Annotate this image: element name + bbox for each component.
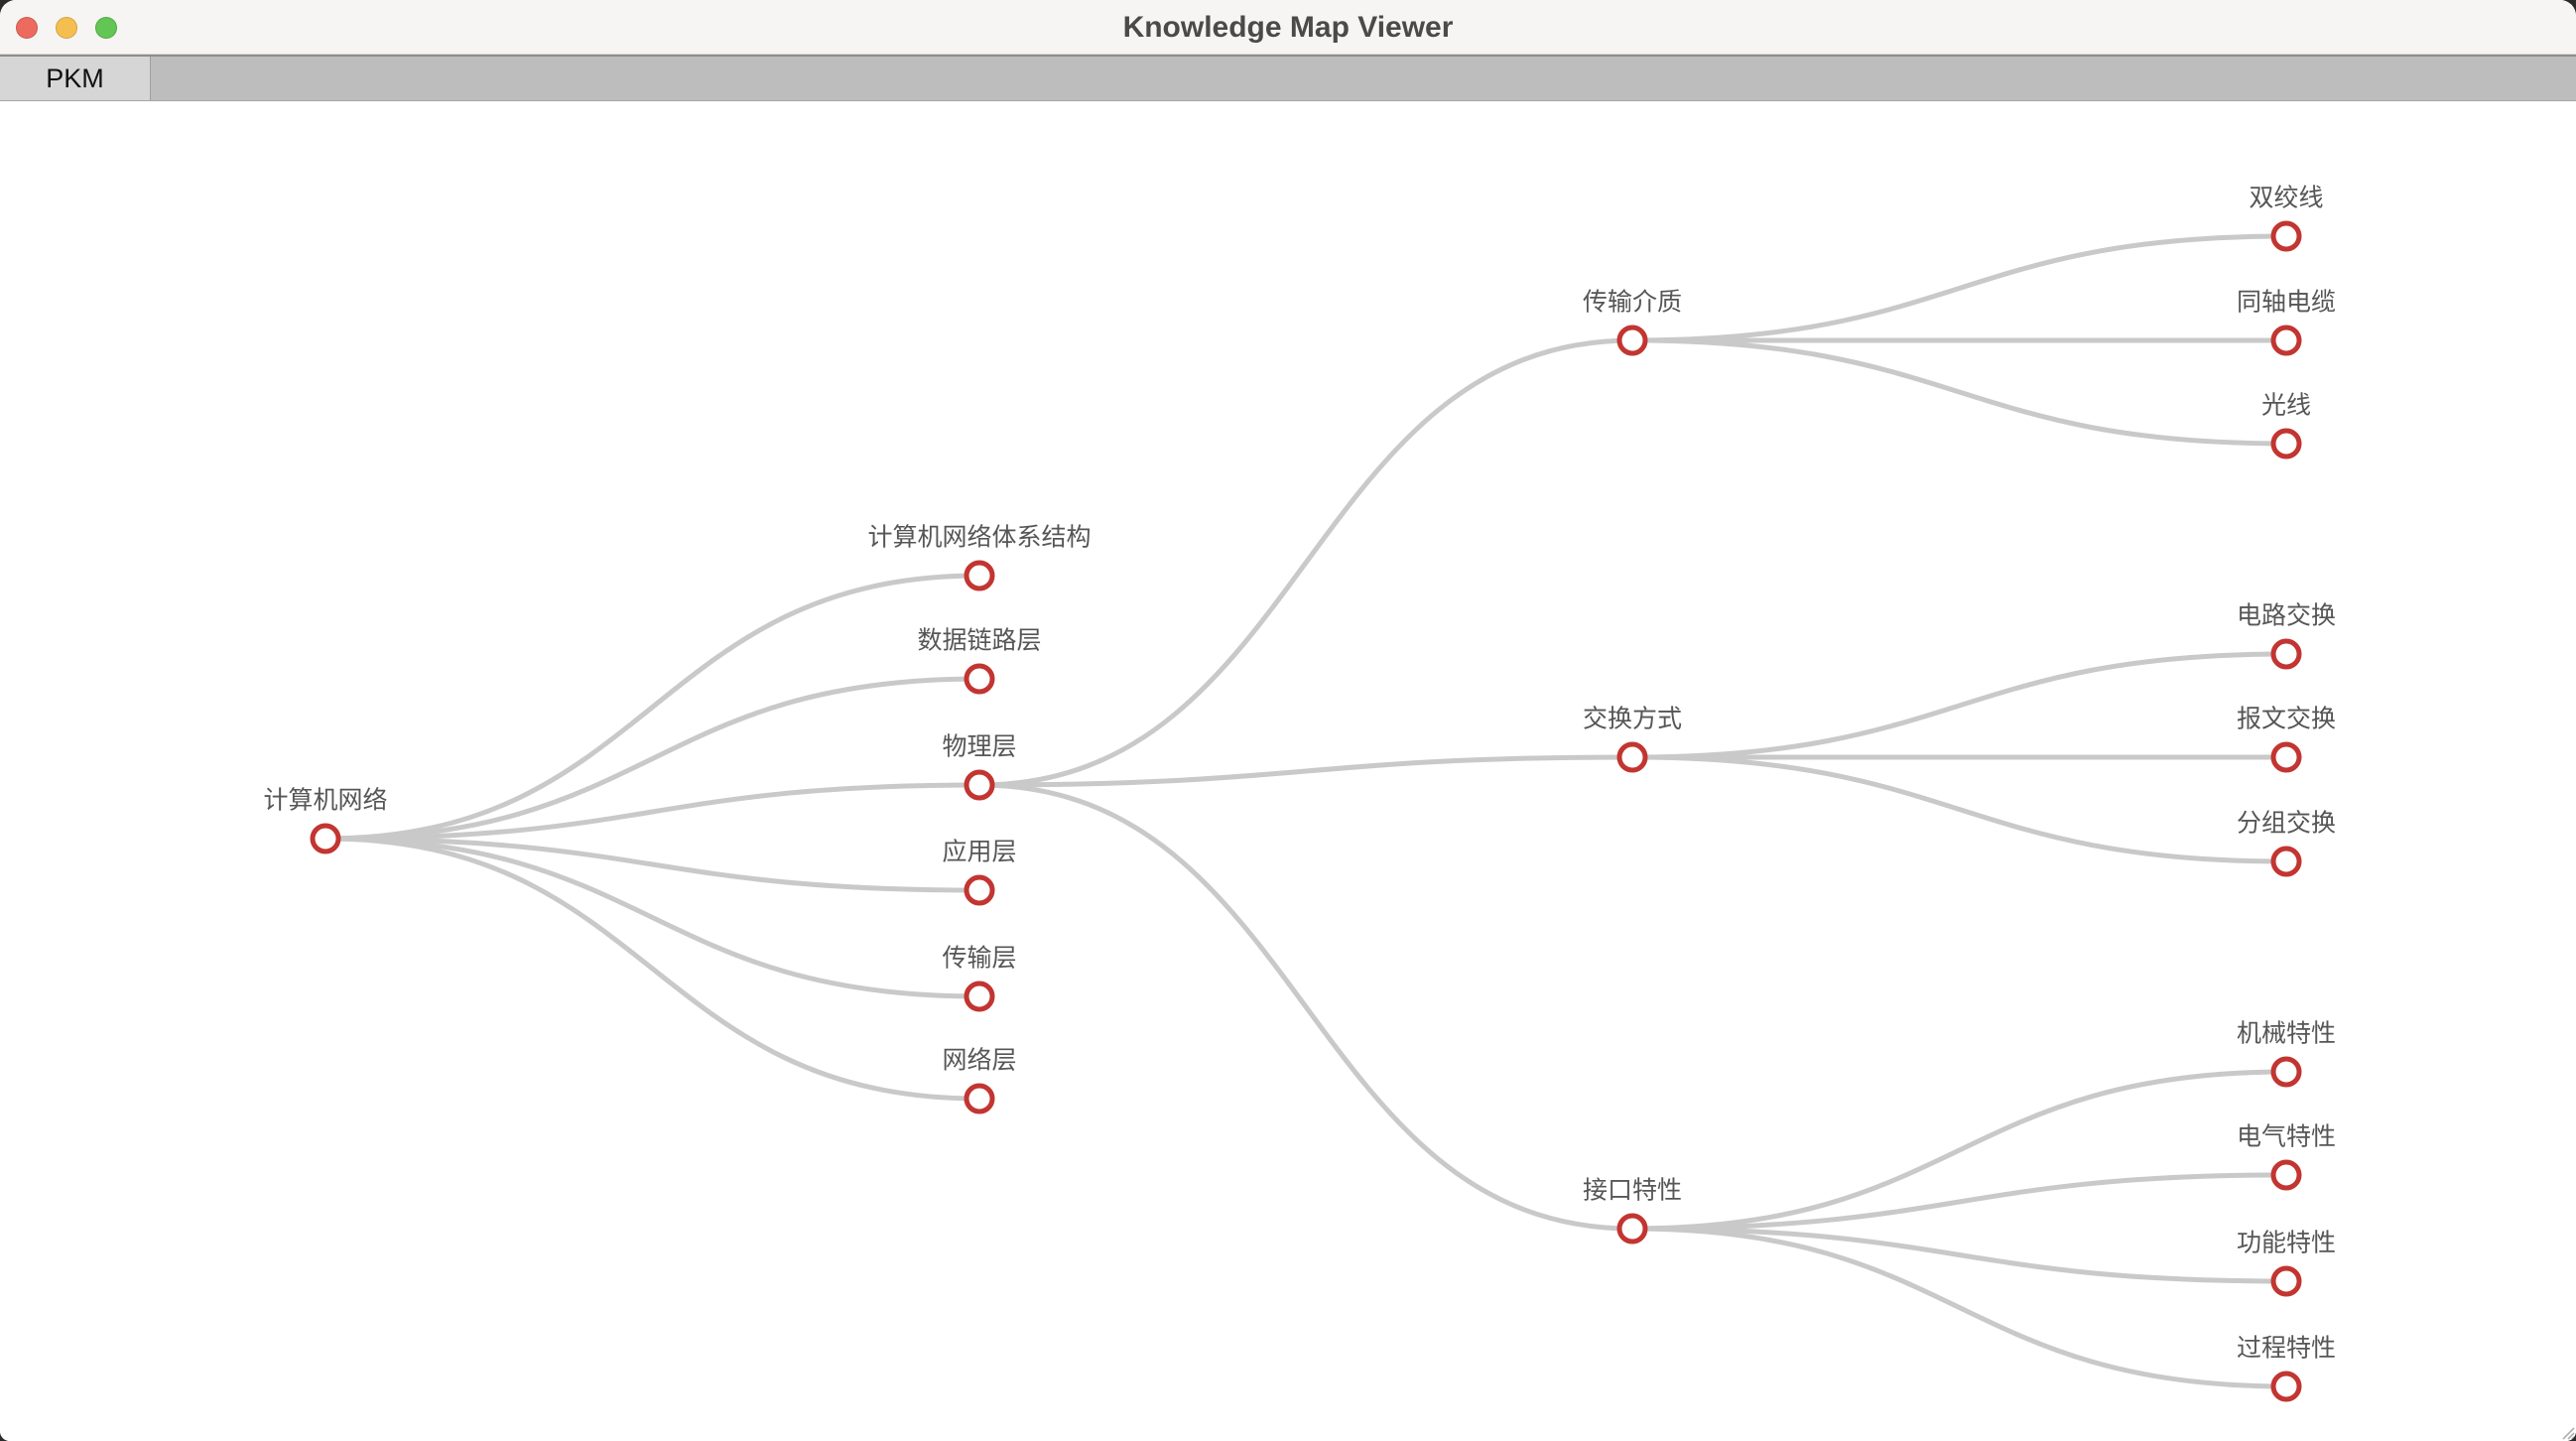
node-label-wangluo[interactable]: 网络层 [942,1046,1017,1075]
tree-edge [1631,1226,2287,1284]
traffic-lights [16,0,117,55]
tree-edge [324,836,980,893]
tree-node-dianlu[interactable] [2270,638,2302,670]
minimize-button[interactable] [56,16,77,39]
node-label-guangxian[interactable]: 光线 [2260,391,2312,420]
node-label-root[interactable]: 计算机网络 [263,786,388,815]
tree-edge [1631,233,2287,343]
node-label-shuangjiao[interactable]: 双绞线 [2249,184,2324,212]
window-title: Knowledge Map Viewer [1122,11,1454,44]
tree-node-guocheng[interactable] [2270,1371,2302,1402]
tree-node-dianqi[interactable] [2270,1159,2302,1191]
tree-edge [1631,1069,2287,1232]
tree-node-shuangjiao[interactable] [2270,220,2302,252]
node-label-jiaohuan[interactable]: 交换方式 [1582,705,1683,733]
tree-node-tixi[interactable] [964,560,995,591]
node-label-gongneng[interactable]: 功能特性 [2236,1229,2337,1257]
tree-edge [324,782,980,842]
tree-node-jixie[interactable] [2270,1056,2302,1088]
tree-edge [1631,337,2287,447]
tree-node-wangluo[interactable] [964,1083,995,1114]
tree-node-tongzhou[interactable] [2270,325,2302,356]
node-label-shuju[interactable]: 数据链路层 [917,626,1042,655]
tree-edge [324,836,980,1102]
node-label-dianqi[interactable]: 电气特性 [2236,1122,2337,1151]
node-label-baowen[interactable]: 报文交换 [2236,705,2337,733]
tree-edge [1631,754,2287,864]
tree-node-root[interactable] [310,823,341,854]
tree-edge [978,782,1633,1232]
tree-node-fenzu[interactable] [2270,846,2302,877]
tab-pkm[interactable]: PKM [0,57,151,100]
node-label-jiezhi[interactable]: 传输介质 [1582,288,1683,317]
tree-node-guangxian[interactable] [2270,428,2302,459]
node-label-tongzhou[interactable]: 同轴电缆 [2236,288,2337,317]
close-button[interactable] [16,16,38,39]
tree-edge [324,836,980,999]
tree-node-shuju[interactable] [964,663,995,695]
node-label-guocheng[interactable]: 过程特性 [2236,1334,2337,1363]
node-label-chuanshuc[interactable]: 传输层 [942,944,1017,973]
tree-edge [978,754,1633,788]
tree-node-yingyong[interactable] [964,874,995,906]
node-label-dianlu[interactable]: 电路交换 [2236,601,2337,630]
node-label-yingyong[interactable]: 应用层 [942,838,1017,866]
tree-edge [324,676,980,842]
menu-bar: PKM [0,55,2576,101]
node-label-wuli[interactable]: 物理层 [942,732,1017,761]
resize-grip-icon[interactable] [2559,1424,2575,1440]
node-label-jiekou[interactable]: 接口特性 [1582,1176,1683,1205]
window-titlebar: Knowledge Map Viewer [0,0,2576,55]
tree-node-gongneng[interactable] [2270,1265,2302,1297]
zoom-button[interactable] [95,16,117,39]
tree-edge [1631,1172,2287,1232]
tree-edge [978,337,1633,788]
tree-edge [324,573,980,842]
tree-node-wuli[interactable] [964,769,995,801]
tree-node-jiaohuan[interactable] [1616,741,1648,773]
tree-node-jiekou[interactable] [1616,1213,1648,1244]
tree-node-baowen[interactable] [2270,741,2302,773]
tree-node-chuanshuc[interactable] [964,981,995,1012]
tree-edge [1631,651,2287,760]
knowledge-map-canvas[interactable]: 计算机网络 计算机网络体系结构数据链路层物理层应用层传输层网络层 传输介质交换方式接… [0,101,2576,1441]
node-label-tixi[interactable]: 计算机网络体系结构 [867,523,1092,552]
tree-node-jiezhi[interactable] [1616,325,1648,356]
tree-edge [1631,1226,2287,1389]
node-label-jixie[interactable]: 机械特性 [2236,1019,2337,1048]
node-label-fenzu[interactable]: 分组交换 [2236,809,2337,838]
